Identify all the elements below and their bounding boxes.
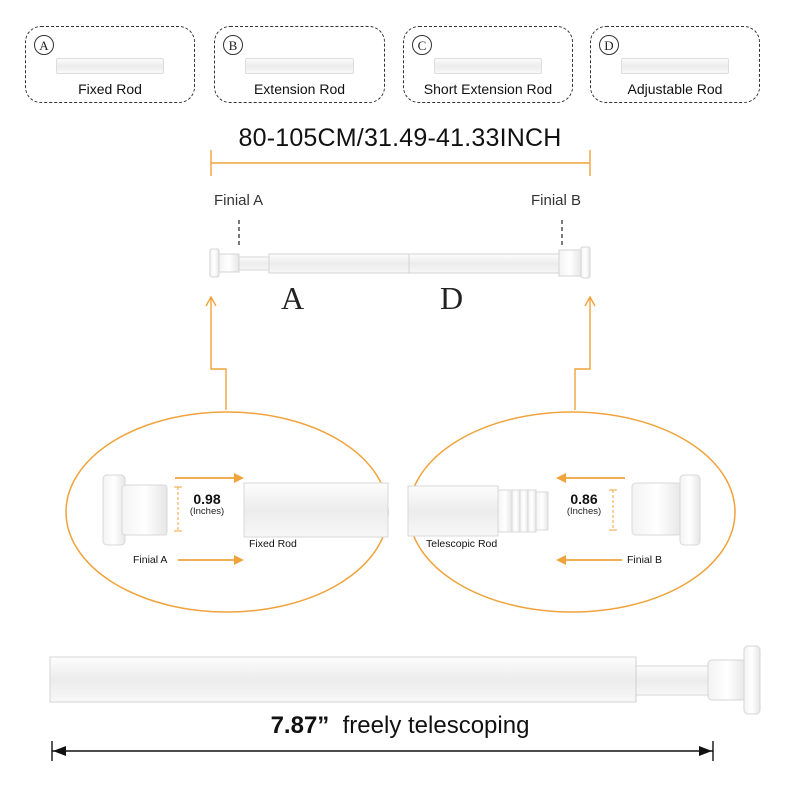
bottom-rod xyxy=(49,645,761,715)
assembled-rod xyxy=(209,246,591,279)
telescoping-dimension xyxy=(51,741,714,761)
finial-a-detail xyxy=(102,474,168,546)
card-short-extension-rod: C Short Extension Rod xyxy=(403,26,573,103)
dimension-range: 80-105CM/31.49-41.33INCH xyxy=(238,124,562,152)
telescoping-text: freely telescoping xyxy=(342,712,530,739)
arrow-left-top xyxy=(556,473,625,483)
card-badge: C xyxy=(412,35,432,55)
measure-right-text: 0.86 (Inches) xyxy=(561,491,607,518)
card-adjustable-rod: D Adjustable Rod xyxy=(590,26,760,103)
card-badge: B xyxy=(223,35,243,55)
arrow-right-bottom xyxy=(178,555,244,565)
measure-right-unit: (Inches) xyxy=(566,506,602,518)
finial-b-detail xyxy=(631,474,701,546)
card-extension-rod: B Extension Rod xyxy=(214,26,385,103)
telescopic-rod-detail xyxy=(407,485,549,537)
finial-b-label: Finial B xyxy=(531,192,582,209)
measure-right-value: 0.86 xyxy=(570,491,598,507)
measure-left-value: 0.98 xyxy=(193,491,221,507)
finial-a-label: Finial A xyxy=(214,192,264,209)
finial-b-detail-label: Finial B xyxy=(627,554,663,566)
measure-left-unit: (Inches) xyxy=(189,506,225,518)
card-label: Adjustable Rod xyxy=(627,81,723,97)
telescoping-caption: 7.87” freely telescoping xyxy=(0,712,800,740)
card-label: Extension Rod xyxy=(253,81,346,97)
card-fixed-rod: A Fixed Rod xyxy=(25,26,195,103)
card-label: Short Extension Rod xyxy=(423,81,553,97)
rod-icon xyxy=(245,58,354,74)
rod-icon xyxy=(56,58,164,74)
connector-left xyxy=(205,295,227,410)
rod-icon xyxy=(434,58,542,74)
finial-a-detail-label: Finial A xyxy=(133,554,168,566)
card-badge: A xyxy=(34,35,54,55)
fixed-rod-label: Fixed Rod xyxy=(249,538,297,550)
fixed-rod-detail xyxy=(243,482,389,538)
card-label: Fixed Rod xyxy=(78,81,142,97)
rod-letter-a: A xyxy=(281,280,305,316)
arrow-right-top xyxy=(175,473,244,483)
card-badge: D xyxy=(599,35,619,55)
rod-icon xyxy=(621,58,729,74)
telescopic-rod-label: Telescopic Rod xyxy=(426,538,498,550)
arrow-left-bottom xyxy=(556,555,622,565)
connector-right xyxy=(574,295,596,410)
telescoping-value: 7.87” xyxy=(270,712,330,739)
dimension-bracket xyxy=(210,150,591,176)
measure-left-text: 0.98 (Inches) xyxy=(184,491,230,518)
rod-letter-d: D xyxy=(440,280,464,316)
